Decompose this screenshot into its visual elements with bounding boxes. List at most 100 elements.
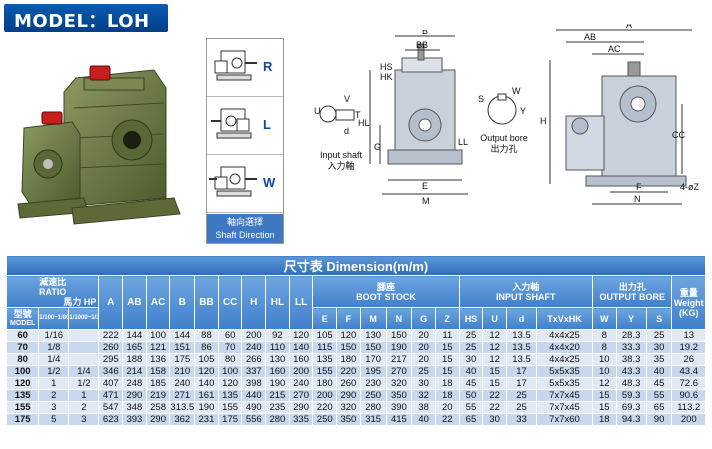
- table-cell: 130: [265, 353, 290, 366]
- table-cell: 150: [336, 341, 361, 354]
- table-cell: 20: [411, 353, 436, 366]
- input-shaft-drawing: V U T d: [314, 94, 361, 136]
- table-cell: 440: [241, 389, 267, 402]
- table-cell: 12: [482, 341, 507, 354]
- table-cell: 70: [217, 341, 243, 354]
- table-cell: 222: [98, 329, 124, 342]
- table-cell: 5x5x35: [536, 377, 593, 390]
- direction-r-icon: [214, 50, 257, 81]
- table-cell: 18: [434, 377, 460, 390]
- table-cell: 150: [385, 329, 413, 342]
- table-cell: 235: [265, 401, 290, 414]
- table-cell: 398: [241, 377, 267, 390]
- table-cell: 160: [265, 365, 290, 378]
- table-cell: 38: [411, 401, 436, 414]
- header-col-e: E: [312, 307, 338, 330]
- input-shaft-zh: 入力軸: [327, 161, 355, 171]
- table-cell: 250: [359, 389, 387, 402]
- header-weight-zh: 重量: [679, 287, 698, 298]
- header-col-d: d: [505, 307, 538, 330]
- header-boot-en: BOOT STOCK: [356, 291, 416, 302]
- caption-en: Shaft Direction: [215, 230, 275, 240]
- table-cell: 25: [645, 329, 673, 342]
- dim-label-f: F: [636, 182, 642, 192]
- table-cell: 22: [482, 401, 507, 414]
- table-cell: 13.5: [505, 353, 538, 366]
- table-cell: 22: [482, 389, 507, 402]
- table-cell: 135: [217, 389, 243, 402]
- table-cell: 5: [38, 413, 70, 426]
- table-cell: 45: [645, 377, 673, 390]
- table-cell: 10: [591, 353, 617, 366]
- header-col-ll: LL: [288, 275, 314, 330]
- header-col-y: Y: [615, 307, 647, 330]
- table-cell: 1: [68, 389, 100, 402]
- table-cell: 260: [336, 377, 361, 390]
- table-cell: 55: [645, 389, 673, 402]
- table-cell: 231: [194, 413, 219, 426]
- dim-label-s: S: [478, 94, 484, 104]
- table-cell: 1/16: [38, 329, 70, 342]
- table-cell: 30: [482, 413, 507, 426]
- direction-option-l: L: [207, 97, 283, 155]
- table-cell: 415: [385, 413, 413, 426]
- dim-label-4z: 4-øZ: [680, 182, 700, 192]
- header-col-m: M: [359, 307, 387, 330]
- table-cell: 40: [411, 413, 436, 426]
- table-cell: 15: [434, 365, 460, 378]
- table-cell: 43.3: [615, 365, 647, 378]
- table-cell: 175: [217, 413, 243, 426]
- table-cell: 94.3: [615, 413, 647, 426]
- table-cell: 270: [385, 365, 413, 378]
- model-cell: 100: [5, 365, 40, 378]
- table-title: 尺寸表 Dimension(m/m): [6, 255, 706, 276]
- table-cell: 80: [217, 353, 243, 366]
- table-cell: 230: [359, 377, 387, 390]
- dim-label-hs: HS: [380, 62, 393, 72]
- shaft-direction-panel: R L W 軸向選擇 Shaft Direction: [206, 38, 284, 244]
- table-cell: 15: [591, 401, 617, 414]
- table-cell: 28.3: [615, 329, 647, 342]
- table-cell: 110: [265, 341, 290, 354]
- table-cell: 195: [359, 365, 387, 378]
- table-cell: 144: [169, 329, 196, 342]
- table-cell: 337: [241, 365, 267, 378]
- table-cell: 65: [645, 401, 673, 414]
- header-col-z: Z: [434, 307, 460, 330]
- table-cell: 270: [288, 389, 314, 402]
- gearbox-photo: [17, 65, 181, 225]
- header-col-a: A: [98, 275, 124, 330]
- table-cell: 25: [458, 341, 484, 354]
- dim-label-bb: BB: [416, 40, 428, 50]
- table-cell: 3: [38, 401, 70, 414]
- header-output-bore: 出力孔 OUTPUT BORE: [591, 275, 673, 308]
- table-cell: 320: [336, 401, 361, 414]
- table-cell: 8: [591, 341, 617, 354]
- table-cell: 8: [591, 329, 617, 342]
- dim-label-e: E: [422, 181, 428, 191]
- table-cell: 210: [169, 365, 196, 378]
- table-cell: 280: [265, 413, 290, 426]
- header-col-b: B: [169, 275, 196, 330]
- output-bore-en: Output bore: [480, 133, 528, 143]
- table-cell: 144: [122, 329, 147, 342]
- header-input-shaft: 入力軸 INPUT SHAFT: [458, 275, 593, 308]
- table-cell: 30: [458, 353, 484, 366]
- table-cell: 623: [98, 413, 124, 426]
- table-cell: 15: [482, 377, 507, 390]
- input-shaft-caption: Input shaft 入力軸: [312, 150, 370, 172]
- table-cell: 188: [122, 353, 147, 366]
- dim-label-m: M: [422, 196, 430, 206]
- table-cell: 19.2: [671, 341, 706, 354]
- header-ratio-range: 1/100~1/800: [38, 307, 70, 330]
- dim-label-w: W: [512, 86, 521, 96]
- dim-label-hl: HL: [358, 118, 370, 128]
- table-cell: 33.3: [615, 341, 647, 354]
- table-cell: 150: [359, 341, 387, 354]
- table-cell: 136: [145, 353, 171, 366]
- table-cell: 72.6: [671, 377, 706, 390]
- header-hp-range: 1/1000~1/3600: [68, 307, 100, 330]
- model-cell: 155: [5, 401, 40, 414]
